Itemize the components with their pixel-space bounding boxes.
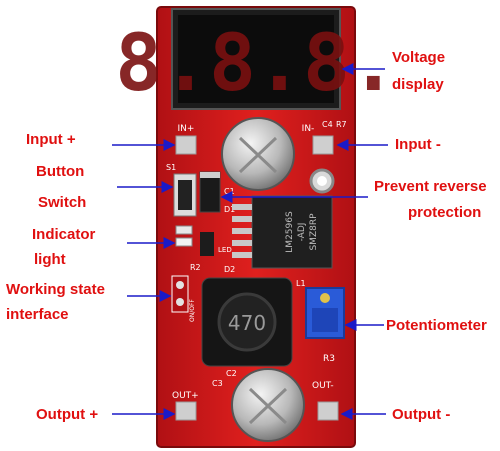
silk-in-minus: IN- [302, 124, 315, 134]
inductor: 470 L1 [201, 277, 306, 367]
silk-c3: C3 [212, 379, 223, 388]
label-output-plus: Output + [36, 406, 99, 423]
indicator-led: LED D2 [175, 225, 235, 274]
label-input-plus: Input + [26, 131, 76, 148]
silk-ic-line2: -ADJ [297, 223, 307, 242]
output-capacitor [231, 368, 305, 442]
potentiometer [305, 287, 345, 339]
silk-d1: D1 [224, 205, 235, 214]
working-state-interface: R2 ON/OFF [171, 263, 201, 322]
silk-out-minus: OUT- [312, 381, 334, 391]
output-plus-pad [175, 401, 197, 421]
silk-ic-line1: LM2596S [285, 211, 295, 253]
silk-in-plus: IN+ [178, 124, 195, 134]
label-potentiometer: Potentiometer [386, 317, 487, 334]
annotation-arrows [112, 63, 388, 420]
label-switch: Switch [38, 194, 87, 211]
regulator-ic: LM2596S -ADJ SMZ8RP [232, 195, 333, 269]
label-input-minus: Input - [395, 136, 441, 153]
display-digits: 8.8.8. [115, 19, 397, 109]
label-light: light [34, 251, 66, 268]
label-voltage: Voltage [392, 49, 446, 66]
label-protection: protection [408, 204, 482, 221]
label-button: Button [36, 163, 85, 180]
silk-out-plus: OUT+ [172, 391, 199, 401]
silk-l1: L1 [296, 279, 306, 288]
label-display: display [392, 76, 444, 93]
label-output-minus: Output - [392, 406, 451, 423]
silk-ic-line3: SMZ8RP [309, 213, 319, 251]
output-minus-pad [317, 401, 339, 421]
input-minus-pad [312, 135, 334, 155]
voltage-display-module: 8.8.8. [115, 8, 397, 110]
silk-s1: S1 [166, 163, 176, 172]
input-plus-pad [175, 135, 197, 155]
silk-c2: C2 [226, 369, 237, 378]
label-interface: interface [6, 306, 69, 323]
silk-r3: R3 [323, 354, 335, 364]
label-working-state: Working state [6, 281, 105, 298]
silk-d2: D2 [224, 265, 235, 274]
button-switch: S1 [166, 163, 197, 217]
label-prevent-reverse: Prevent reverse [374, 178, 487, 195]
silk-c4: C4 [322, 120, 333, 129]
silk-r2: R2 [190, 263, 201, 272]
silk-c1: C1 [224, 187, 235, 196]
input-capacitor [221, 117, 295, 191]
silk-inductor-value: 470 [228, 311, 266, 335]
label-indicator: Indicator [32, 226, 96, 243]
silk-led: LED [218, 246, 232, 254]
silk-on-off: ON/OFF [189, 299, 196, 322]
silk-r7: R7 [336, 120, 347, 129]
